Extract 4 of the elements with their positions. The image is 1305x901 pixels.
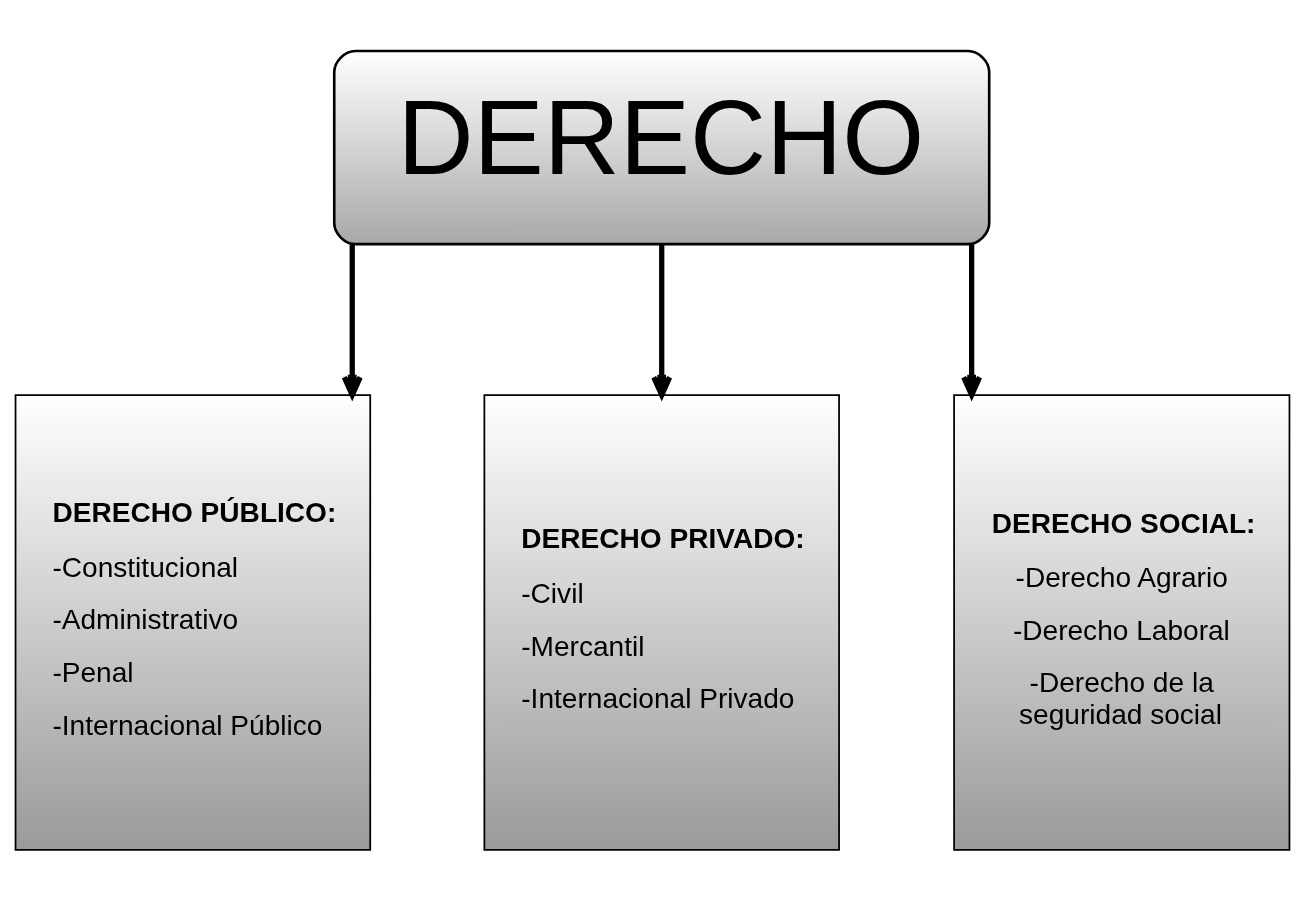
node-box: DERECHO PÚBLICO: -Constitucional -Administrativo -Penal -Internacional Público [14, 394, 372, 851]
node-box: DERECHO PRIVADO: -Civil -Mercantil -Internacional Privado [483, 394, 840, 851]
node-box: DERECHO [332, 49, 991, 246]
node-box: DERECHO SOCIAL: -Derecho Agrario -Derecho Laboral -Derecho de la seguridad social [953, 394, 1291, 851]
